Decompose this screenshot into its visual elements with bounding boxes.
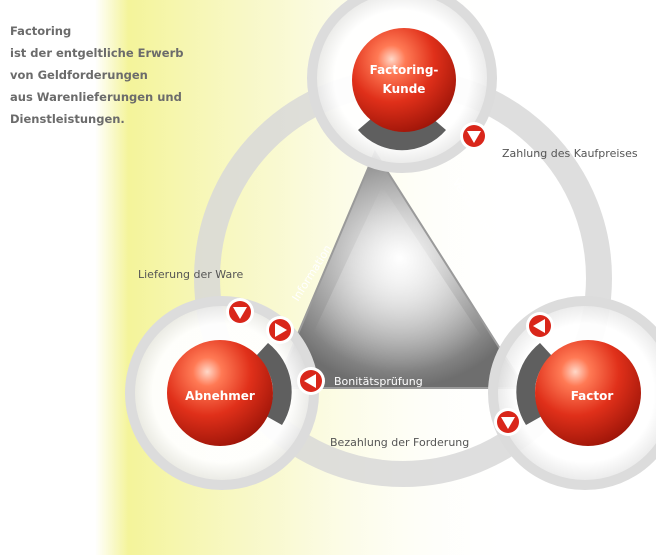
intro-line-4: aus Warenlieferungen und [10, 90, 182, 104]
node-buyer-label: Abnehmer [185, 389, 255, 403]
arrow-sale-receivable-icon [526, 312, 554, 340]
triangle-glow [295, 186, 505, 372]
flow-delivery-goods: Lieferung der Ware [138, 268, 244, 281]
intro-line-1: Factoring [10, 24, 72, 38]
intro-line-2: ist der entgeltliche Erwerb [10, 46, 184, 60]
node-client-label-2: Kunde [383, 82, 426, 96]
node-factor-label: Factor [571, 389, 614, 403]
node-client-label-1: Factoring- [370, 63, 439, 77]
intro-line-5: Dienstleistungen. [10, 112, 125, 126]
arrow-information-icon [266, 316, 294, 344]
intro-line-3: von Geldforderungen [10, 68, 148, 82]
sphere-client [352, 28, 456, 132]
flow-payment-purchase-price: Zahlung des Kaufpreises [502, 147, 638, 160]
arrow-payment-purchase-price-icon [460, 122, 488, 150]
arrow-payment-receivable-icon [494, 408, 522, 436]
flow-credit-check: Bonitätsprüfung [334, 375, 423, 388]
flow-payment-receivable: Bezahlung der Forderung [330, 436, 469, 449]
sphere-factor [535, 340, 641, 446]
sphere-buyer [167, 340, 273, 446]
arrow-delivery-goods-icon [226, 298, 254, 326]
arrow-credit-check-icon [297, 367, 325, 395]
intro-text: Factoring ist der entgeltliche Erwerb vo… [10, 20, 184, 130]
